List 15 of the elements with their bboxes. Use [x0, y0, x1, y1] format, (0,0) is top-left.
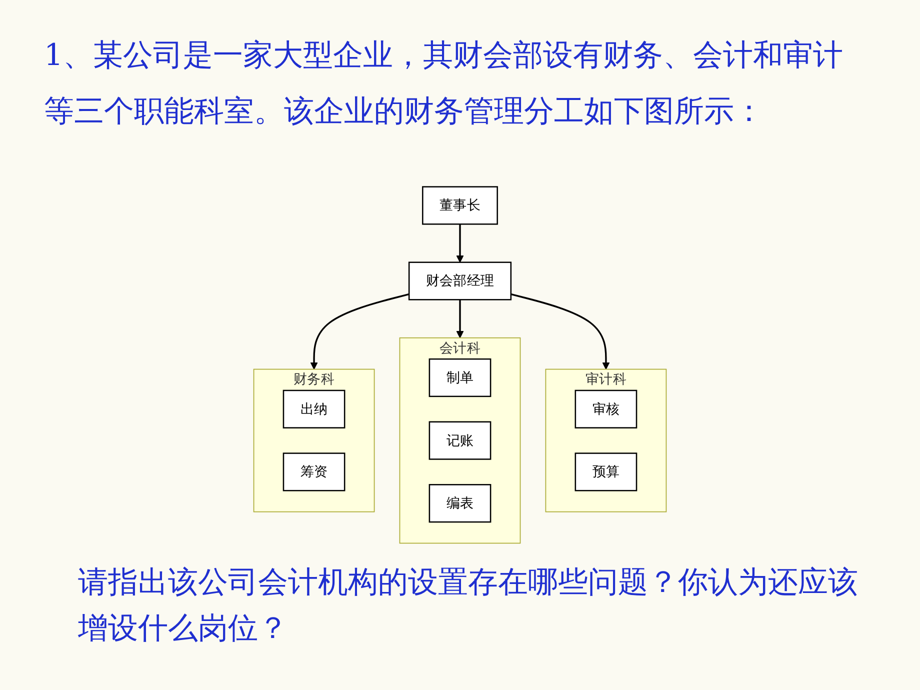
- node-box: 筹资: [282, 452, 346, 492]
- question-text: 请指出该公司会计机构的设置存在哪些问题？你认为还应该增设什么岗位？: [78, 564, 859, 648]
- node-box: 财会部经理: [408, 262, 512, 300]
- node-box: 审核: [574, 390, 638, 428]
- arrow: [310, 293, 410, 370]
- arrow: [510, 293, 610, 370]
- node-box: 出纳: [282, 390, 346, 428]
- question-text: 1、某公司是一家大型企业，其财会部设有财务、会计和审计等三个职能科室。该企业的财务管理分工如下图所示：: [44, 37, 844, 131]
- node-box: 预算: [574, 452, 638, 492]
- arrow: [456, 224, 464, 263]
- arrow: [456, 300, 464, 338]
- node-box: 制单: [428, 358, 492, 398]
- node-box: 董事长: [422, 186, 498, 225]
- node-box: 编表: [428, 484, 492, 523]
- node-box: 记账: [428, 421, 492, 460]
